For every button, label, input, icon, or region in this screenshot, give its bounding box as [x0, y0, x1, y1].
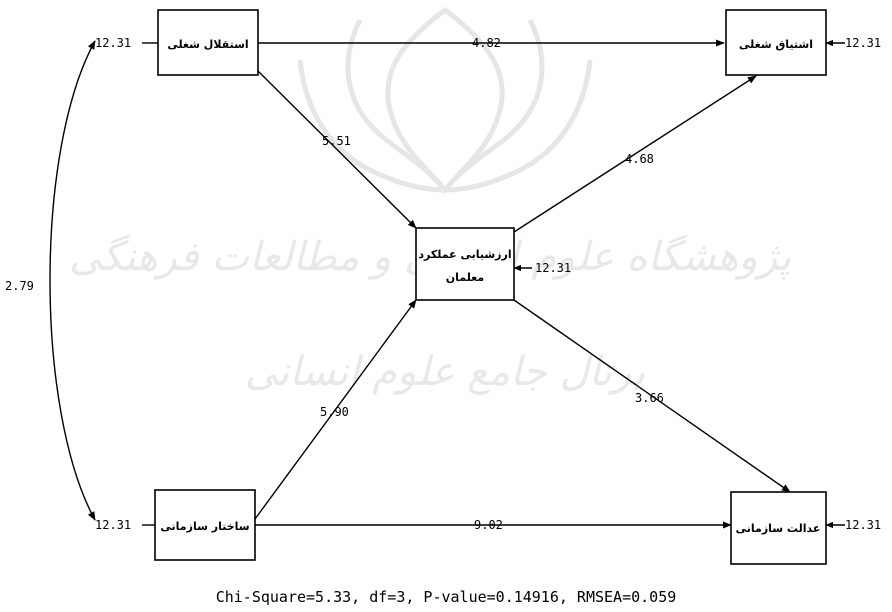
error-label-structure: 12.31	[95, 518, 131, 532]
path-independence-to-performance	[257, 70, 417, 229]
coef-performance-to-engagement: 4.68	[625, 152, 654, 166]
watermark-text-line2: پرتال جامع علوم انسانی	[245, 349, 646, 395]
error-label-engagement: 12.31	[845, 36, 881, 50]
coef-independence-to-performance: 5.51	[322, 134, 351, 148]
variable-label-performance-line1: ارزشیابی عملکرد	[418, 248, 511, 261]
coef-performance-to-justice: 3.66	[635, 391, 664, 405]
variable-org-justice: عدالت سازمانی	[730, 491, 827, 565]
path-structure-to-performance	[254, 299, 417, 520]
coef-structure-to-justice: 9.02	[474, 518, 503, 532]
variable-label-job-independence: استقلال شغلی	[167, 38, 248, 51]
error-label-performance: 12.31	[535, 261, 571, 275]
coef-structure-to-performance: 5.90	[320, 405, 349, 419]
variable-teacher-performance: ارزشیابی عملکرد معلمان	[415, 227, 515, 301]
path-performance-to-engagement	[513, 75, 757, 233]
covariance-label: 2.79	[5, 279, 34, 293]
variable-job-engagement: اشتیاق شغلی	[725, 9, 827, 76]
variable-label-job-engagement: اشتیاق شغلی	[739, 38, 813, 51]
path-performance-to-justice	[513, 299, 791, 493]
covariance-arc	[49, 40, 96, 521]
fit-statistics: Chi-Square=5.33, df=3, P-value=0.14916, …	[216, 588, 677, 606]
coef-independence-to-engagement: 4.82	[472, 36, 501, 50]
variable-job-independence: استقلال شغلی	[157, 9, 259, 76]
variable-org-structure: ساختار سازمانی	[154, 489, 256, 561]
watermark-seal	[297, 6, 593, 195]
variable-label-org-structure: ساختار سازمانی	[160, 520, 249, 533]
error-label-justice: 12.31	[845, 518, 881, 532]
error-label-independence: 12.31	[95, 36, 131, 50]
variable-label-performance-line2: معلمان	[446, 271, 484, 284]
variable-label-org-justice: عدالت سازمانی	[736, 522, 821, 535]
